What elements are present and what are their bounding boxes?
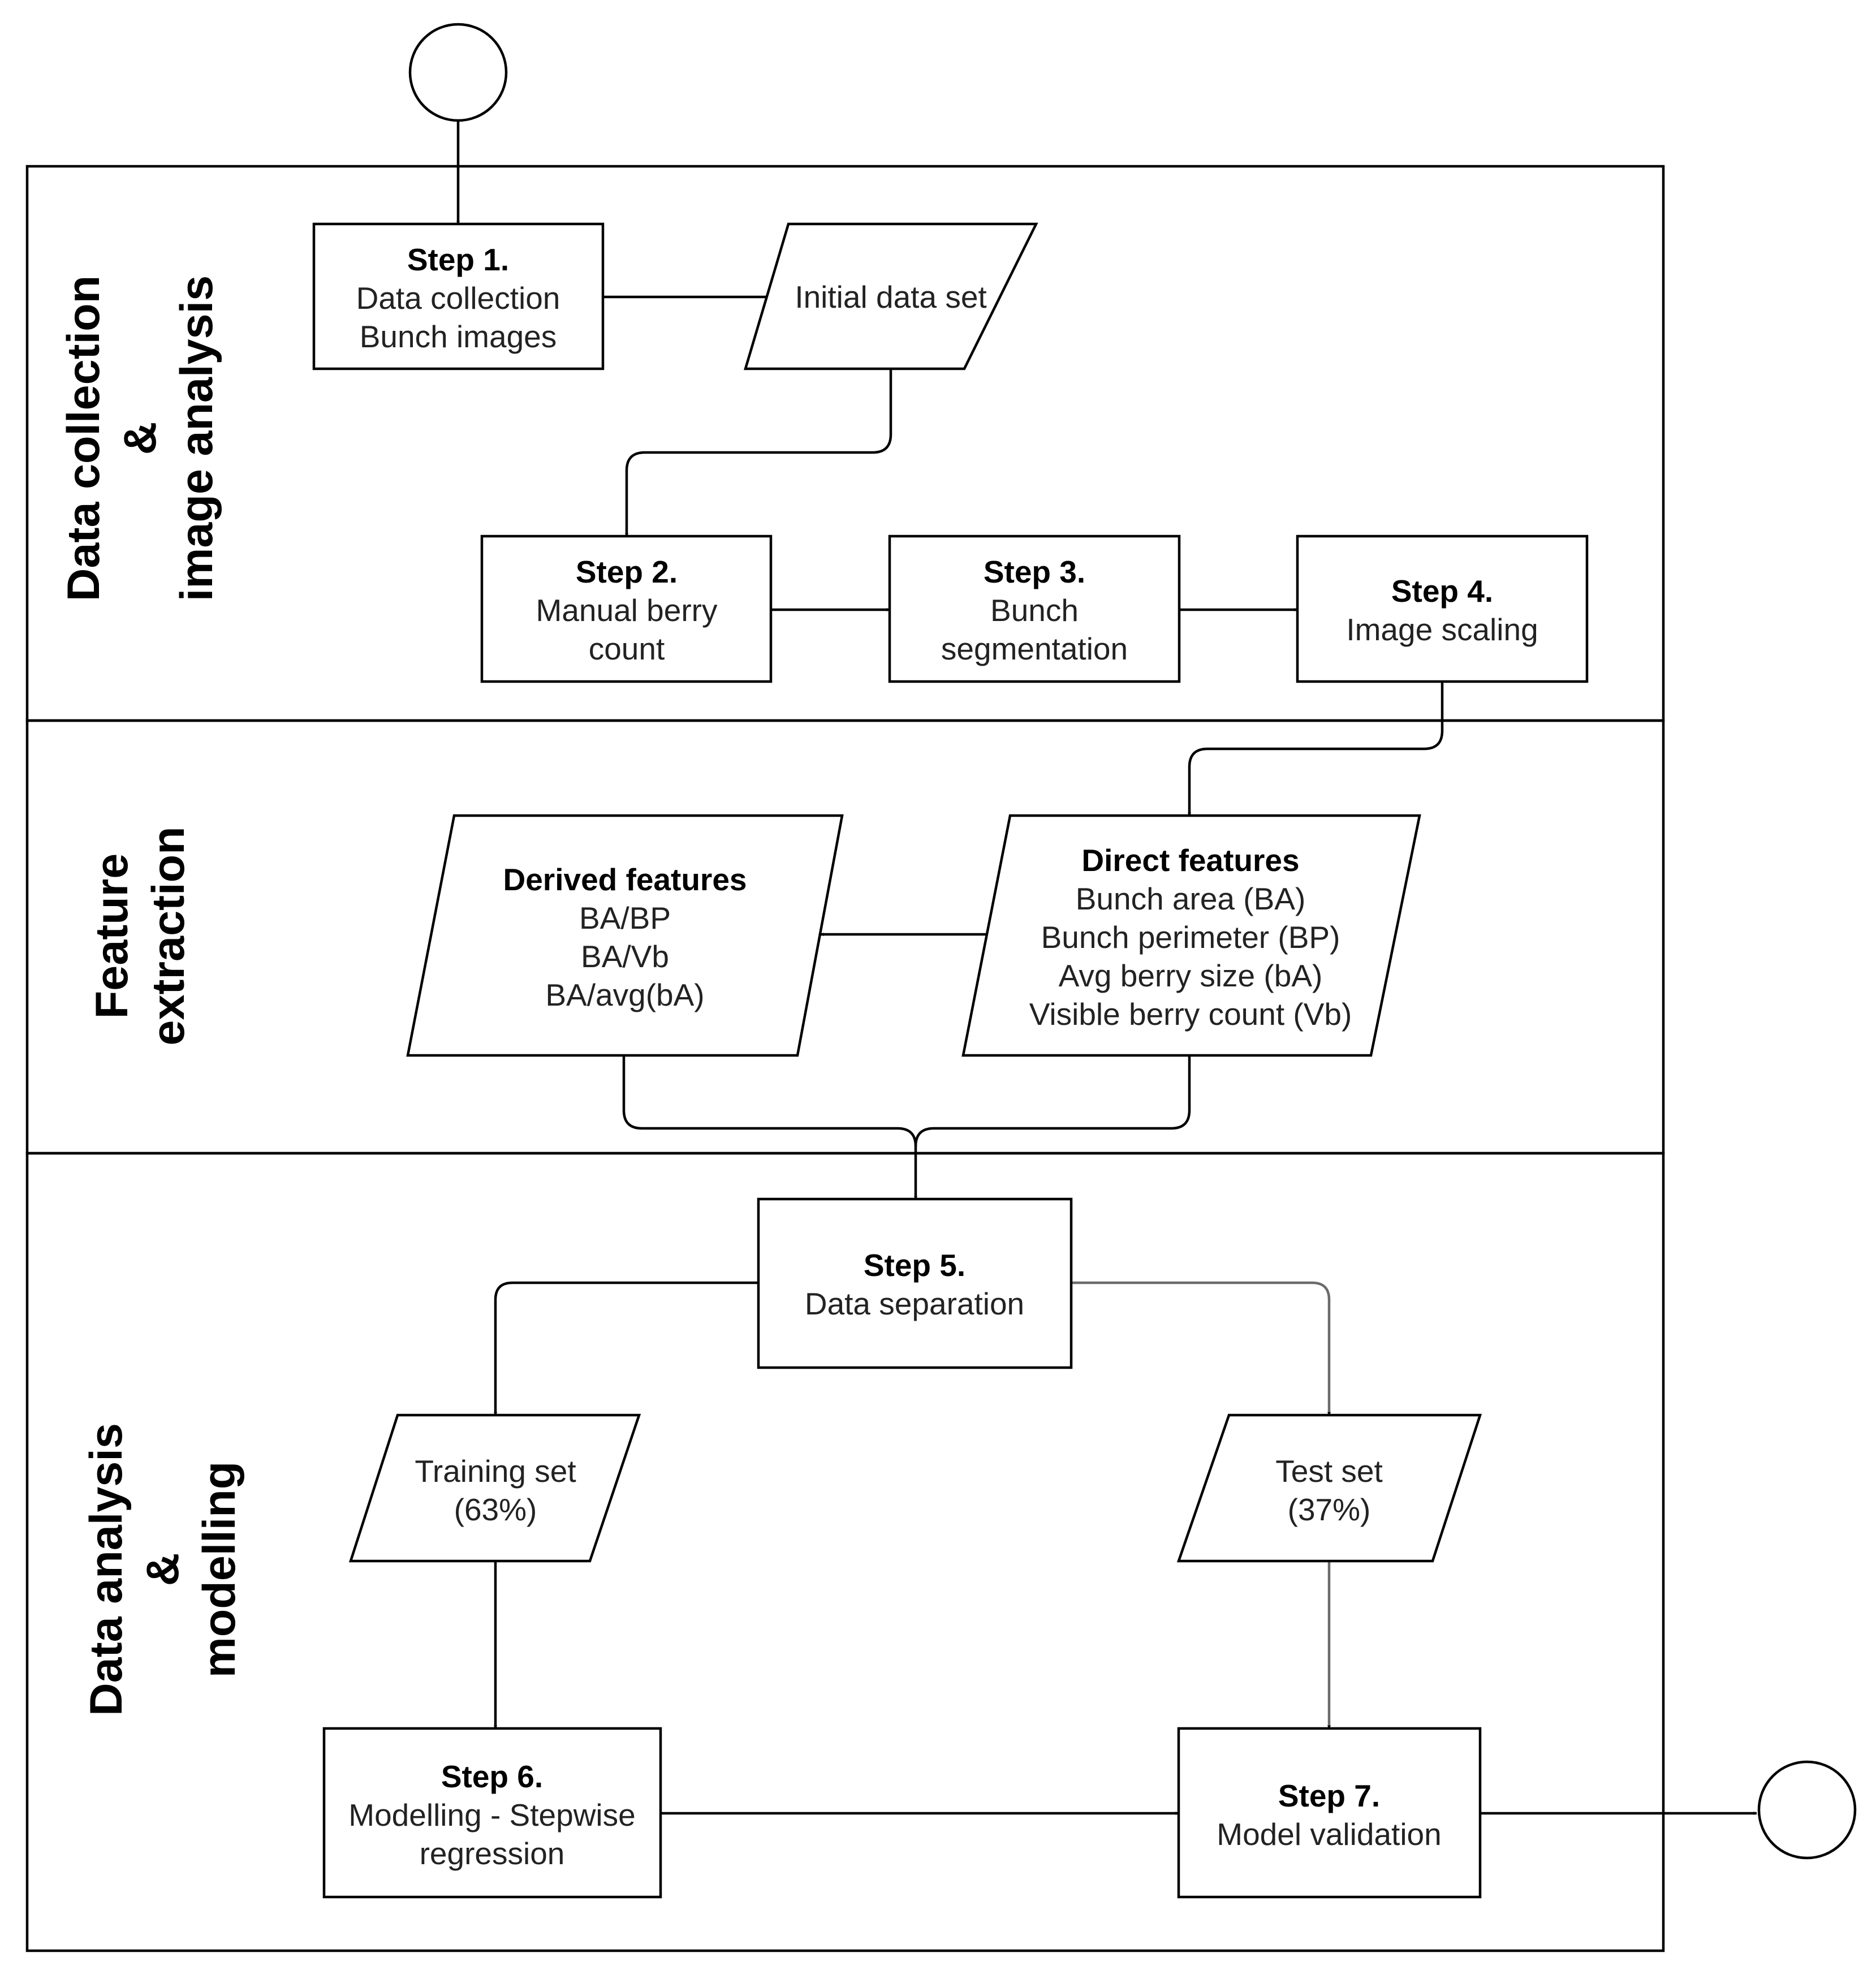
lane-label-line: &: [137, 1553, 188, 1586]
derived-features-line: BA/avg(bA): [545, 977, 704, 1012]
step7-title: Step 7.: [1278, 1778, 1380, 1813]
lane-label-line: Data collection: [58, 275, 109, 601]
connector: [622, 1055, 917, 1147]
initial-data-set-label: Initial data set: [795, 279, 986, 314]
step6-line: Modelling - Stepwise: [348, 1797, 635, 1833]
step3-title: Step 3.: [984, 554, 1085, 589]
direct-features-title: Direct features: [1081, 843, 1299, 878]
lane-feature-extraction: [25, 719, 1665, 1155]
step2-line: Manual berry: [536, 593, 718, 628]
step2-box: [480, 534, 773, 683]
connectors: [456, 120, 1757, 1815]
lane-label-data-collection: Data collection & image analysis: [58, 275, 222, 601]
step1-box: [312, 222, 605, 370]
test-set-line: Test set: [1275, 1454, 1383, 1489]
derived-features-title: Derived features: [503, 862, 747, 897]
step1-line: Bunch images: [360, 319, 557, 354]
step1-node: Step 1. Data collection Bunch images: [356, 242, 560, 354]
training-set-line: (63%): [454, 1492, 537, 1527]
connector: [1188, 682, 1444, 816]
direct-features-line: Bunch perimeter (BP): [1041, 920, 1340, 955]
lane-label-line: image analysis: [171, 275, 222, 601]
derived-features-shape: [406, 814, 844, 1057]
initial-data-set-node: Initial data set: [795, 279, 986, 314]
end-event: [1757, 1760, 1857, 1860]
step1-line: Data collection: [356, 281, 560, 316]
step7-box: [1177, 1727, 1482, 1899]
step6-box: [322, 1727, 662, 1899]
derived-features-node: Derived features BA/BP BA/Vb BA/avg(bA): [503, 862, 747, 1012]
lane-label-line: modelling: [194, 1461, 245, 1678]
step5-line: Data separation: [805, 1286, 1024, 1321]
step3-node: Step 3. Bunch segmentation: [941, 554, 1128, 666]
step6-title: Step 6.: [441, 1759, 543, 1794]
step2-title: Step 2.: [576, 554, 678, 589]
training-set-line: Training set: [415, 1454, 576, 1489]
test-set-shape: [1176, 1413, 1482, 1563]
derived-features-line: BA/Vb: [581, 939, 669, 974]
swimlanes: [25, 165, 1665, 1952]
step1-title: Step 1.: [407, 242, 509, 277]
derived-features-line: BA/BP: [579, 900, 671, 935]
step5-title: Step 5.: [864, 1248, 965, 1283]
step7-node: Step 7. Model validation: [1217, 1778, 1441, 1852]
connector: [1071, 1281, 1331, 1416]
step4-line: Image scaling: [1346, 612, 1538, 647]
direct-features-line: Avg berry size (bA): [1059, 958, 1323, 993]
connector: [494, 1281, 758, 1416]
step4-node: Step 4. Image scaling: [1346, 574, 1538, 647]
lane-label-line: extraction: [143, 826, 194, 1045]
connector: [625, 369, 892, 537]
step2-node: Step 2. Manual berry count: [536, 554, 718, 666]
lane-label-data-analysis: Data analysis & modelling: [81, 1423, 245, 1716]
direct-features-shape: [961, 814, 1421, 1057]
direct-features-node: Direct features Bunch area (BA) Bunch pe…: [1029, 843, 1352, 1032]
step3-line: segmentation: [941, 631, 1128, 666]
direct-features-line: Bunch area (BA): [1076, 881, 1306, 916]
step2-line: count: [589, 631, 665, 666]
step6-node: Step 6. Modelling - Stepwise regression: [348, 1759, 635, 1871]
training-set-node: Training set (63%): [415, 1454, 576, 1527]
test-set-node: Test set (37%): [1275, 1454, 1383, 1527]
step4-title: Step 4.: [1391, 574, 1493, 609]
initial-data-set-shape: [743, 222, 1038, 370]
test-set-line: (37%): [1288, 1492, 1371, 1527]
lane-label-line: Data analysis: [81, 1423, 132, 1716]
direct-features-line: Visible berry count (Vb): [1029, 997, 1352, 1032]
step3-box: [888, 534, 1181, 683]
training-set-shape: [348, 1413, 641, 1563]
step5-box: [757, 1197, 1073, 1369]
lane-data-analysis: [25, 1152, 1665, 1952]
step4-box: [1296, 534, 1589, 683]
step6-line: regression: [420, 1836, 565, 1871]
start-event: [408, 23, 508, 122]
connector: [914, 1055, 1191, 1200]
step3-line: Bunch: [990, 593, 1079, 628]
step7-line: Model validation: [1217, 1817, 1441, 1852]
lane-label-line: &: [115, 422, 166, 455]
step5-node: Step 5. Data separation: [805, 1248, 1024, 1321]
lane-label-feature-extraction: Feature extraction: [87, 826, 194, 1045]
lane-label-line: Feature: [87, 853, 137, 1019]
